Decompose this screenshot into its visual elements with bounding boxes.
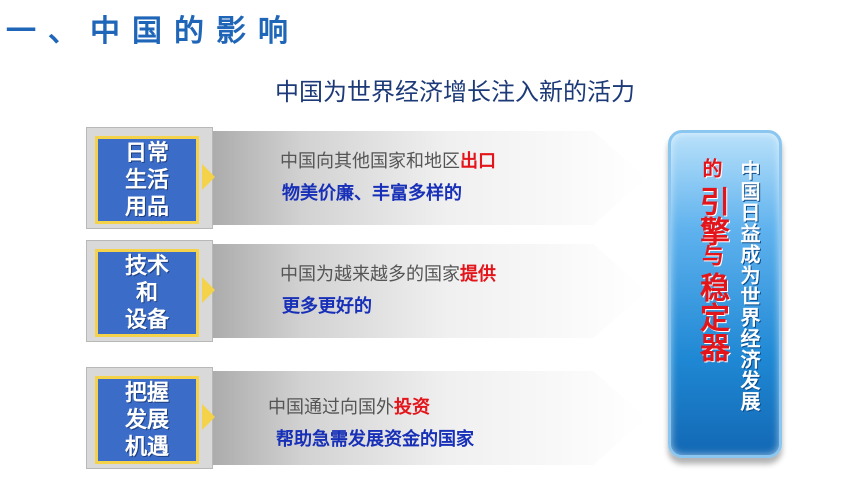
row-label: 技术 和 设备 xyxy=(95,249,199,337)
pointer-triangle-icon xyxy=(202,277,215,303)
row-opportunity: 把握 发展 机遇 中国通过向国外投资 帮助急需发展资金的国家 xyxy=(86,367,646,479)
label-frame: 技术 和 设备 xyxy=(86,240,213,342)
label-frame: 把握 发展 机遇 xyxy=(86,367,213,469)
pointer-triangle-icon xyxy=(202,164,215,190)
highlight-word: 出口 xyxy=(460,151,496,172)
subtitle: 中国为世界经济增长注入新的活力 xyxy=(275,78,635,106)
row-label: 日常 生活 用品 xyxy=(95,136,199,224)
row-label: 把握 发展 机遇 xyxy=(95,376,199,464)
row-text-line1: 中国向其他国家和地区出口 xyxy=(280,151,496,172)
highlight-word: 投资 xyxy=(394,397,430,418)
conclusion-text: 中国日益成为世界经济发展 xyxy=(737,160,761,412)
row-text-line1: 中国通过向国外投资 xyxy=(268,397,430,418)
page-title: 一、中国的影响 xyxy=(6,14,300,49)
label-frame: 日常 生活 用品 xyxy=(86,127,213,229)
conclusion-engine: 引擎 xyxy=(694,186,729,246)
conclusion-stabilizer: 稳定器 xyxy=(694,272,729,362)
arrow-banner xyxy=(206,371,646,465)
conclusion-box xyxy=(668,130,782,458)
arrow-banner xyxy=(206,244,646,338)
pointer-triangle-icon xyxy=(202,404,215,430)
row-text-line1: 中国为越来越多的国家提供 xyxy=(280,264,496,285)
arrow-banner xyxy=(206,131,646,225)
conclusion-and: 与 xyxy=(698,244,723,266)
row-daily-goods: 日常 生活 用品 中国向其他国家和地区出口 物美价廉、丰富多样的 xyxy=(86,127,646,239)
highlight-word: 提供 xyxy=(460,264,496,285)
row-text-line2: 帮助急需发展资金的国家 xyxy=(276,429,474,450)
row-text-line2: 物美价廉、丰富多样的 xyxy=(282,183,462,204)
row-text-line2: 更多更好的 xyxy=(282,296,372,317)
row-technology: 技术 和 设备 中国为越来越多的国家提供 更多更好的 xyxy=(86,240,646,352)
conclusion-red-de: 的 xyxy=(699,158,723,178)
